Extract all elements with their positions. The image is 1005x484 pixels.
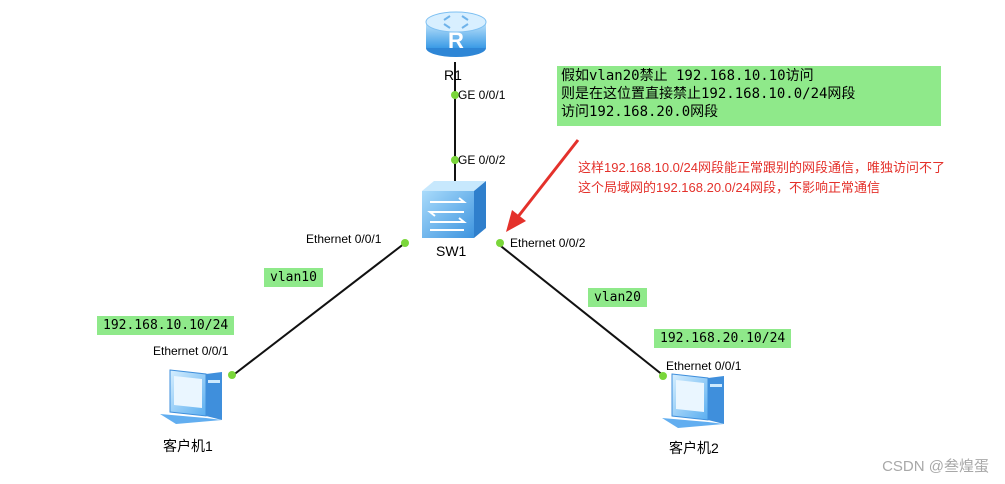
router-name: R1 bbox=[444, 67, 462, 83]
pc1-icon[interactable] bbox=[160, 369, 222, 424]
port-label-sw1-eth001: Ethernet 0/0/1 bbox=[306, 232, 382, 246]
vlan20-tag: vlan20 bbox=[588, 288, 647, 307]
annotation-arrow bbox=[506, 139, 580, 232]
port-label-pc1-eth001: Ethernet 0/0/1 bbox=[153, 344, 229, 358]
vlan10-tag: vlan10 bbox=[264, 268, 323, 287]
svg-text:R: R bbox=[448, 28, 464, 53]
pc1-ip-tag: 192.168.10.10/24 bbox=[97, 316, 235, 335]
port-dot-sw1-eth002 bbox=[496, 239, 504, 247]
pc2-icon[interactable] bbox=[662, 373, 724, 428]
pc2-ip-tag: 192.168.20.10/24 bbox=[654, 329, 792, 348]
pc2-name: 客户机2 bbox=[669, 440, 719, 456]
port-dot-sw1-eth001 bbox=[401, 239, 409, 247]
watermark: CSDN @叁煌蛋 bbox=[882, 458, 989, 475]
port-label-pc2-eth001: Ethernet 0/0/1 bbox=[666, 359, 742, 373]
switch-icon[interactable] bbox=[422, 181, 486, 238]
port-label-r1-ge001: GE 0/0/1 bbox=[458, 88, 506, 102]
port-dot-pc2-eth001 bbox=[659, 372, 667, 380]
port-label-sw1-ge002: GE 0/0/2 bbox=[458, 153, 506, 167]
acl-note-line1: 假如vlan20禁止 192.168.10.10访问 bbox=[561, 68, 814, 84]
link-sw1-pc2 bbox=[496, 242, 665, 377]
port-dot-pc1-eth001 bbox=[228, 371, 236, 379]
acl-note-line2: 则是在这位置直接禁止192.168.10.0/24网段 bbox=[561, 86, 856, 102]
port-dot-sw1-ge002 bbox=[451, 156, 459, 164]
port-dot-r1-ge001 bbox=[451, 91, 459, 99]
link-sw1-pc1 bbox=[231, 242, 406, 377]
pc1-name: 客户机1 bbox=[163, 438, 213, 454]
port-label-sw1-eth002: Ethernet 0/0/2 bbox=[510, 236, 586, 250]
acl-note-box: 假如vlan20禁止 192.168.10.10访问 则是在这位置直接禁止192… bbox=[557, 66, 941, 126]
acl-note-line3: 访问192.168.20.0网段 bbox=[561, 104, 719, 120]
router-icon[interactable]: R bbox=[425, 11, 487, 57]
red-annotation-text: 这样192.168.10.0/24网段能正常跟别的网段通信，唯独访问不了这个局域… bbox=[578, 160, 945, 195]
switch-name: SW1 bbox=[436, 243, 467, 259]
